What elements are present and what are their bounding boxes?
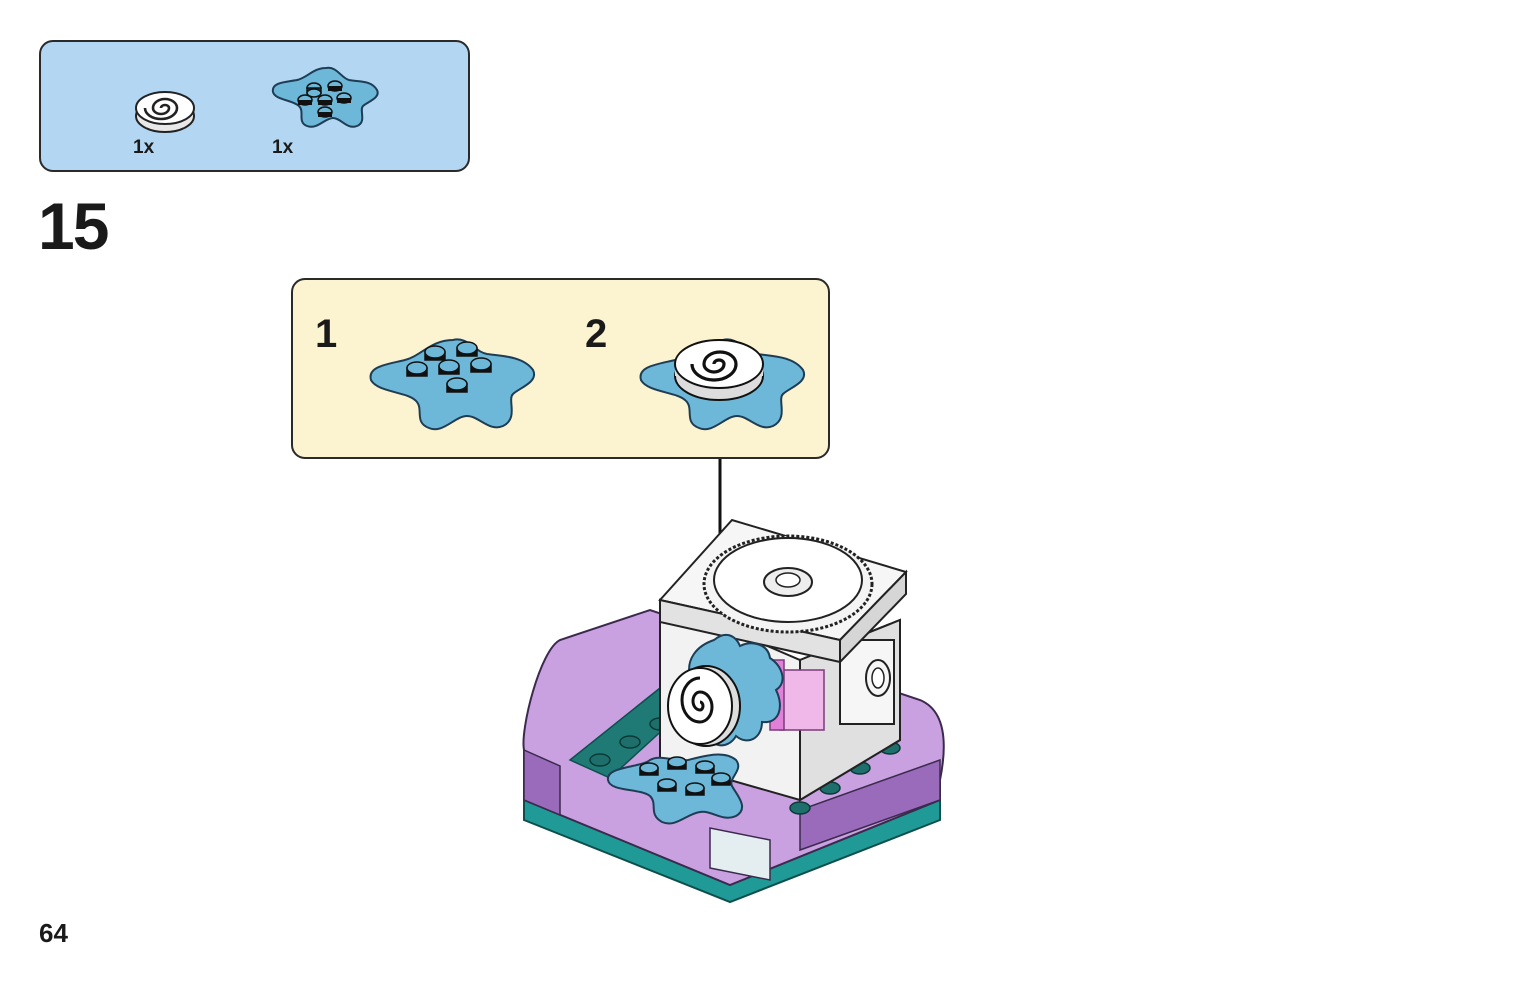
substep-number: 2 [585, 312, 608, 356]
step-number: 15 [38, 189, 109, 263]
parts-list-box: 1x 1x [39, 40, 470, 172]
page-number: 64 [39, 918, 68, 948]
flower-plate-icon [267, 62, 385, 132]
subassembly-box: 1 2 [291, 278, 830, 459]
flower-with-swirl-tile-icon [633, 330, 813, 445]
part-quantity: 1x [272, 137, 294, 158]
part-quantity: 1x [133, 137, 155, 158]
substep-number: 1 [315, 312, 338, 356]
flower-plate-icon [363, 330, 543, 445]
round-tile-swirl-icon [133, 86, 197, 136]
model-illustration [500, 510, 970, 915]
